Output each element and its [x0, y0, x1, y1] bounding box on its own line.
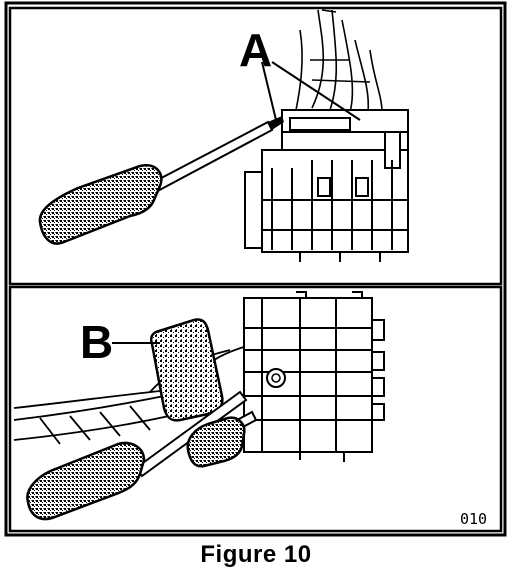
- figure-caption: Figure 10: [200, 541, 312, 568]
- latch-component: [149, 318, 224, 422]
- callout-label-a: A: [239, 24, 272, 76]
- figure-code: 010: [460, 510, 487, 528]
- connector-ribs: [262, 160, 408, 262]
- connector-pin: [266, 368, 286, 388]
- top-panel: A: [8, 6, 503, 286]
- connector-block-ribs: [244, 298, 372, 462]
- screwdriver-bottom-right: [186, 410, 258, 468]
- callout-label-b: B: [80, 316, 113, 368]
- top-panel-border: [8, 6, 503, 286]
- screwdriver-handle: [38, 163, 163, 245]
- bottom-panel-border: [8, 285, 503, 533]
- bottom-panel: B 010: [8, 285, 503, 533]
- screwdriver-bottom-left: [26, 390, 248, 521]
- callout-leader-a-left: [261, 61, 277, 121]
- outer-border: [4, 1, 507, 537]
- wiring-loom: [295, 9, 383, 113]
- screwdriver-handle-right: [186, 416, 246, 468]
- callout-leader-a-right: [271, 61, 361, 121]
- screwdriver-handle-left: [26, 441, 146, 521]
- screwdriver-top: [38, 116, 284, 245]
- figure-illustration: A: [4, 1, 507, 537]
